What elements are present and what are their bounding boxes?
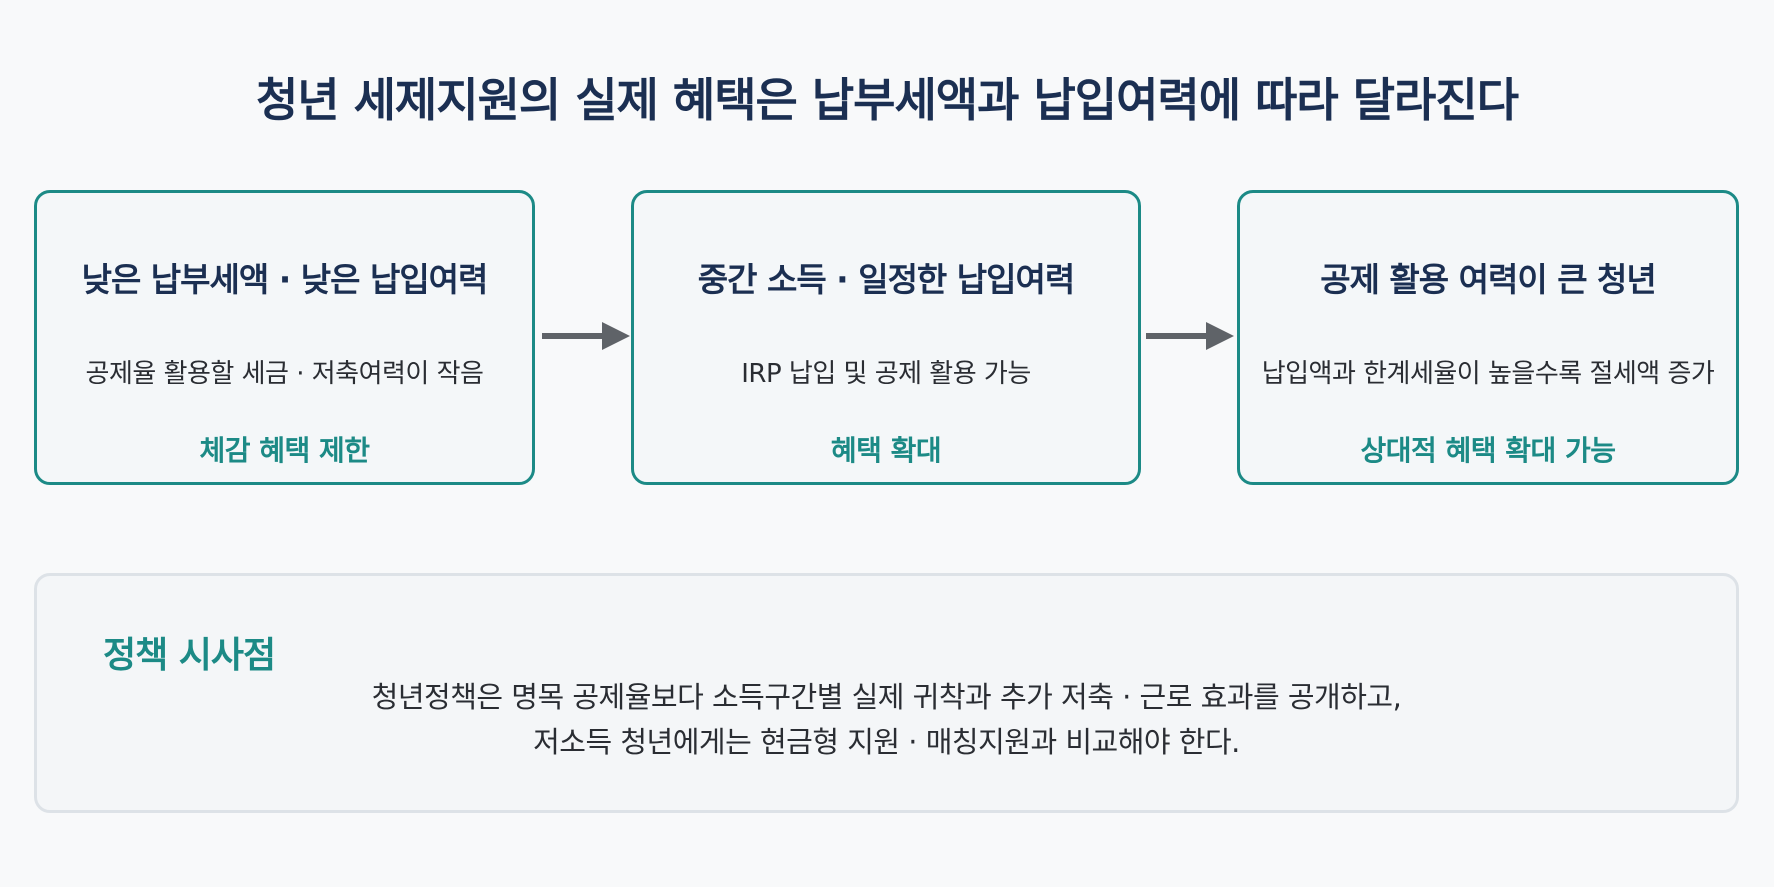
policy-heading: 정책 시사점 — [103, 635, 276, 676]
arrow-right-icon — [1146, 322, 1234, 350]
stage-description: IRP 납입 및 공제 활용 가능 — [741, 359, 1031, 389]
policy-text-line: 저소득 청년에게는 현금형 지원 · 매칭지원과 비교해야 한다. — [533, 725, 1240, 759]
stage-box-high: 공제 활용 여력이 큰 청년 납입액과 한계세율이 높을수록 절세액 증가 상대… — [1237, 190, 1739, 485]
stage-description: 공제율 활용할 세금 · 저축여력이 작음 — [85, 359, 484, 389]
stage-title: 중간 소득 · 일정한 납입여력 — [697, 260, 1075, 299]
arrow-right-icon — [542, 322, 630, 350]
stage-result: 체감 혜택 제한 — [199, 434, 370, 467]
stage-description: 납입액과 한계세율이 높을수록 절세액 증가 — [1261, 359, 1715, 389]
stage-result: 상대적 혜택 확대 가능 — [1360, 434, 1616, 467]
stage-title: 공제 활용 여력이 큰 청년 — [1320, 260, 1657, 299]
page-title: 청년 세제지원의 실제 혜택은 납부세액과 납입여력에 따라 달라진다 — [255, 73, 1519, 127]
policy-implications-panel: 정책 시사점 청년정책은 명목 공제율보다 소득구간별 실제 귀착과 추가 저축… — [34, 573, 1739, 813]
stage-box-middle: 중간 소득 · 일정한 납입여력 IRP 납입 및 공제 활용 가능 혜택 확대 — [631, 190, 1141, 485]
stage-box-low: 낮은 납부세액 · 낮은 납입여력 공제율 활용할 세금 · 저축여력이 작음 … — [34, 190, 535, 485]
stage-title: 낮은 납부세액 · 낮은 납입여력 — [81, 260, 489, 299]
policy-text-line: 청년정책은 명목 공제율보다 소득구간별 실제 귀착과 추가 저축 · 근로 효… — [371, 680, 1402, 714]
stage-result: 혜택 확대 — [830, 434, 942, 467]
